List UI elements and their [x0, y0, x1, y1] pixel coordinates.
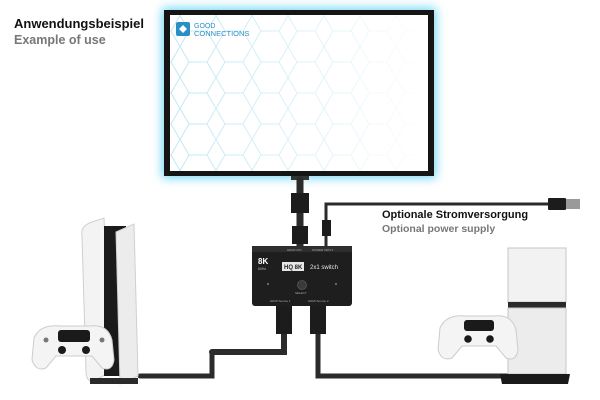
switch-top-edge	[252, 246, 352, 252]
switch-8k-badge-sub: 60Hz	[258, 267, 266, 271]
hdmi-switch: HDMI OUT POWER INPUT 8K 60Hz HQ 8K 2x1 s…	[252, 246, 352, 306]
television: GOOD CONNECTIONS	[162, 8, 436, 180]
controller-right-stick-left-icon	[464, 335, 472, 343]
logo-line2: CONNECTIONS	[194, 29, 249, 38]
controller-left-body	[31, 325, 115, 370]
switch-select-button[interactable]	[297, 280, 307, 290]
left-controller	[31, 325, 115, 370]
controller-right-touchpad	[464, 320, 494, 331]
power-supply-label: Optionale Stromversorgung Optional power…	[382, 208, 528, 236]
controller-right-body	[437, 315, 519, 360]
controller-left-stick-left-icon	[58, 346, 66, 354]
switch-port-power-label: POWER INPUT	[312, 248, 333, 252]
usb-power-cable	[324, 202, 557, 248]
hdmi-input-1-cable-end	[137, 349, 215, 379]
tv-screen-fade	[170, 15, 428, 171]
console-right-top-half	[507, 247, 567, 303]
console-right-stand	[500, 374, 570, 384]
switch-body	[252, 246, 352, 306]
console-left-right-panel	[115, 223, 139, 385]
usb-connector-icon	[566, 199, 580, 209]
switch-port-in1-label: HDMI Source 1	[270, 299, 291, 303]
cables	[137, 176, 580, 379]
hdmi-input-1-cable	[209, 309, 287, 355]
controller-left-dpad-icon	[43, 337, 49, 343]
hdmi-input-2-plug	[310, 302, 326, 334]
switch-led-2	[335, 283, 337, 285]
switch-led-1	[267, 283, 269, 285]
controller-left-touchpad	[58, 330, 90, 342]
controller-left-buttons-icon	[99, 337, 105, 343]
controller-left-stick-right-icon	[82, 346, 90, 354]
caption-title-de: Anwendungsbeispiel	[14, 16, 145, 31]
hdmi-output-plug-bottom	[292, 226, 308, 244]
console-right-seam	[508, 302, 566, 308]
switch-8k-badge: 8K	[258, 257, 268, 266]
hdmi-input-1-plug	[276, 302, 292, 334]
switch-tag-box	[282, 262, 304, 271]
hdmi-output-plug-top	[291, 193, 309, 213]
logo-diamond-icon	[179, 25, 187, 33]
good-connections-logo: GOOD CONNECTIONS	[176, 22, 249, 38]
power-supply-label-de: Optionale Stromversorgung	[382, 209, 529, 221]
right-controller	[437, 315, 519, 360]
caption: Anwendungsbeispiel Example of use	[14, 16, 144, 48]
right-game-console	[500, 247, 570, 384]
switch-select-label: SELECT	[295, 291, 307, 295]
switch-model: 2x1 switch	[310, 265, 338, 271]
power-plug	[322, 220, 331, 236]
logo-line1: GOOD	[194, 23, 215, 30]
console-left-stand	[90, 378, 138, 384]
power-supply-label-en: Optional power supply	[382, 223, 496, 235]
caption-title-en: Example of use	[14, 33, 106, 47]
controller-right-stick-right-icon	[486, 335, 494, 343]
switch-port-out-label: HDMI OUT	[287, 248, 302, 252]
usb-plug	[548, 198, 566, 210]
console-right-bottom-half	[507, 307, 567, 375]
switch-tag: HQ 8K	[284, 265, 303, 271]
switch-port-in2-label: HDMI Source 2	[308, 299, 329, 303]
